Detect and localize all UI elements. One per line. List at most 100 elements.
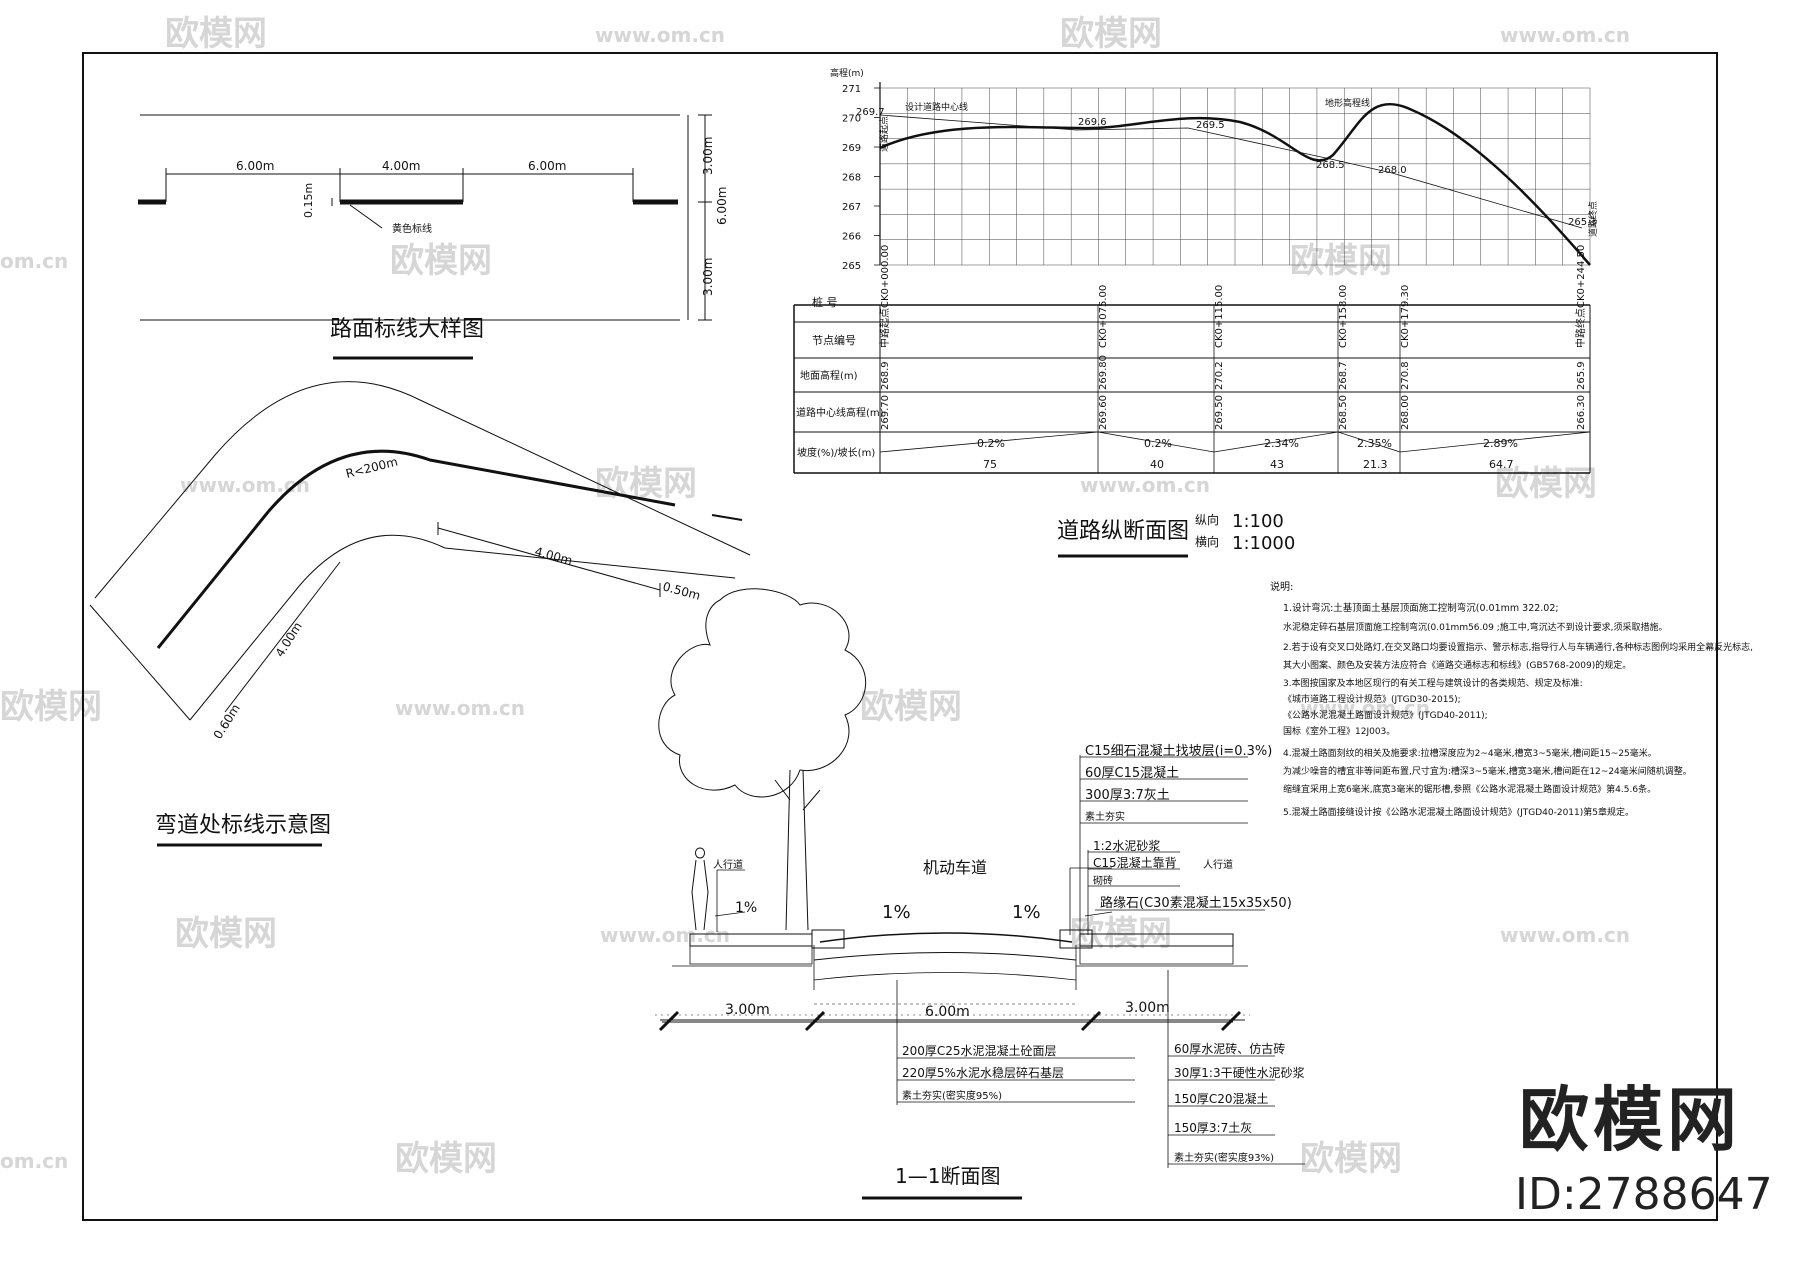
design-notes: 说明: 1.设计弯沉:土基顶面土基层顶面施工控制弯沉(0.01mm 322.02… [1270, 580, 1753, 818]
ground-elev-label: 268.7 [1338, 361, 1349, 390]
layer-label: 素土夯实(密实度93%) [1174, 1151, 1274, 1164]
note-line: 2.若于设有交叉口处路灯,在交叉路口均要设置指示、警示标志,指导行人与车辆通行,… [1283, 641, 1753, 653]
length-label: 40 [1150, 458, 1164, 471]
cross-section [655, 588, 1305, 1200]
design-label: 269.7 [856, 107, 885, 118]
dim-label: 3.00m [701, 137, 715, 175]
profile-table [793, 304, 1591, 474]
profile-grid [879, 82, 1591, 266]
slope-label: 1% [1012, 902, 1041, 923]
table-row-label: 道路中心线高程(m) [796, 406, 884, 419]
watermark: 欧模网 [395, 1139, 497, 1179]
grade-label: 2.34% [1264, 437, 1299, 450]
station-label: CK0+158.00 [1338, 285, 1349, 348]
grade-label: 0.2% [977, 437, 1005, 450]
watermark: 欧模网 [595, 464, 697, 504]
watermark: www.om.cn [180, 473, 310, 497]
note-line: 为减少噪音的槽宜非等间距布置,尺寸宜为:槽深3~5毫米,槽宽3毫米,槽间距在12… [1283, 765, 1692, 777]
length-label: 21.3 [1363, 458, 1388, 471]
watermark: www.om.cn [1080, 473, 1210, 497]
layer-label: 220厚5%水泥水稳层碎石基层 [902, 1065, 1064, 1080]
design-label: 269.5 [1196, 120, 1225, 131]
layer-label: 素土夯实(密实度95%) [902, 1089, 1002, 1102]
drawing-title: 道路纵断面图 [1057, 519, 1189, 544]
dim-label: 4.00m [273, 620, 305, 660]
watermark: 欧模网 [390, 241, 492, 281]
layer-label: C15混凝土靠背 [1093, 855, 1177, 870]
carriageway-label: 机动车道 [923, 858, 987, 877]
watermark: om.cn [0, 1149, 68, 1173]
curb-stone-label: 路缘石(C30素混凝土15x35x50) [1100, 895, 1292, 911]
watermark: 欧模网 [1300, 1139, 1402, 1179]
note-line: 其大小图案、颜色及安装方法应符合《道路交通标志和标线》(GB5768-2009)… [1283, 659, 1631, 671]
brand-id: ID:2788647 [1515, 1169, 1773, 1220]
note-line: 3.本图按国家及本地区现行的有关工程与建筑设计的各类规范、规定及标准: [1283, 677, 1583, 689]
tree-trunk-icon [774, 769, 821, 931]
drawing-title: 路面标线大样图 [330, 317, 484, 342]
grade-label: 0.2% [1144, 437, 1172, 450]
station-label: CK0+075.00 [1098, 285, 1109, 348]
layer-label: C15细石混凝土找坡层(i=0.3%) [1085, 743, 1272, 759]
design-line [879, 114, 1583, 229]
grade-label: 2.89% [1483, 437, 1518, 450]
y-tick-label: 266 [842, 232, 861, 243]
layer-label: 150厚3:7土灰 [1174, 1121, 1252, 1135]
dim-label: 6.00m [236, 159, 274, 173]
profile-annotation: 道路起点 [878, 116, 890, 152]
design-label: 268.5 [1316, 160, 1345, 171]
layer-label: 150厚C20混凝土 [1174, 1091, 1269, 1106]
design-elev-label: 268.50 [1338, 395, 1349, 430]
y-tick-label: 268 [842, 173, 861, 184]
y-tick-label: 265 [842, 261, 861, 272]
watermark: 欧模网 [1290, 241, 1392, 281]
scale-value: 1:100 [1232, 511, 1284, 532]
layer-label: 60厚C15混凝土 [1085, 765, 1179, 781]
layer-label: 30厚1:3干硬性水泥砂浆 [1174, 1065, 1305, 1080]
scale-label: 横向 [1195, 534, 1219, 549]
watermark: www.om.cn [595, 23, 725, 47]
design-label: 268.0 [1378, 165, 1407, 176]
ground-elev-label: 265.9 [1576, 361, 1587, 390]
marking-detail [138, 114, 712, 360]
watermark: 欧模网 [860, 687, 962, 727]
watermark: om.cn [0, 249, 68, 273]
tree-canopy-icon [658, 588, 867, 798]
watermark: www.om.cn [1500, 923, 1630, 947]
ground-elev-label: 270.8 [1400, 361, 1411, 390]
profile-chart: 高程(m) 设计道路中心线 地形高程线 道路起点 道路终点 269.7 269.… [830, 67, 1599, 272]
watermark: www.om.cn [1300, 696, 1430, 720]
station-label: CK0+179.30 [1400, 285, 1411, 348]
dim-label: 0.60m [211, 702, 243, 742]
dim-label: 6.00m [528, 159, 566, 173]
note-line: 《公路水泥混凝土路面设计规范》(JTGD40-2011); [1283, 709, 1488, 721]
note-line: 4.混凝土路面刻纹的相关及施要求:拉槽深度应为2~4毫米,槽宽3~5毫米,槽间距… [1283, 747, 1657, 759]
dim-label: 3.00m [701, 258, 715, 296]
y-tick-label: 270 [842, 114, 861, 125]
sidewalk-label: 人行道 [1203, 858, 1233, 871]
radius-label: R<200m [344, 455, 399, 481]
note-line: 国标《室外工程》12J003。 [1283, 725, 1395, 737]
note-line: 5.混凝土路面接缝设计按《公路水泥混凝土路面设计规范》(JTGD40-2011)… [1283, 806, 1634, 818]
layer-label: 1:2水泥砂浆 [1093, 838, 1160, 853]
brand-name: 欧模网 [1519, 1079, 1741, 1161]
pedestrian-icon [691, 847, 709, 931]
brand-block: 欧模网 ID:2788647 [1515, 1079, 1773, 1220]
station-label: CK0+115.00 [1214, 285, 1225, 348]
dim-label: 4.00m [533, 544, 574, 567]
watermark: 欧模网 [165, 14, 267, 54]
profile-annotation: 设计道路中心线 [905, 101, 968, 113]
note-line: 《城市道路工程设计规范》(JTGD30-2015); [1283, 693, 1461, 705]
note-line: 缩缝宜采用上宽6毫米,底宽3毫米的锯形槽,参照《公路水泥混凝土路面设计规范》第4… [1283, 783, 1656, 795]
note-line: 水泥稳定碎石基层顶面施工控制弯沉(0.01mm56.09 ;施工中,弯沉达不到设… [1283, 621, 1667, 633]
layer-label: 砌砖 [1093, 874, 1113, 887]
layer-label: 200厚C25水泥混凝土砼面层 [902, 1043, 1057, 1058]
station-label: 中路终点CK0+244.50 [1574, 245, 1587, 348]
watermark: 欧模网 [175, 914, 277, 954]
design-label: 269.6 [1078, 117, 1107, 128]
drawing-title: 弯道处标线示意图 [155, 813, 331, 838]
table-row-label: 坡度(%)/坡长(m) [797, 446, 875, 459]
dim-label: 0.15m [302, 183, 315, 218]
layer-label: 素土夯实 [1085, 810, 1125, 823]
dim-label: 3.00m [725, 1002, 770, 1018]
